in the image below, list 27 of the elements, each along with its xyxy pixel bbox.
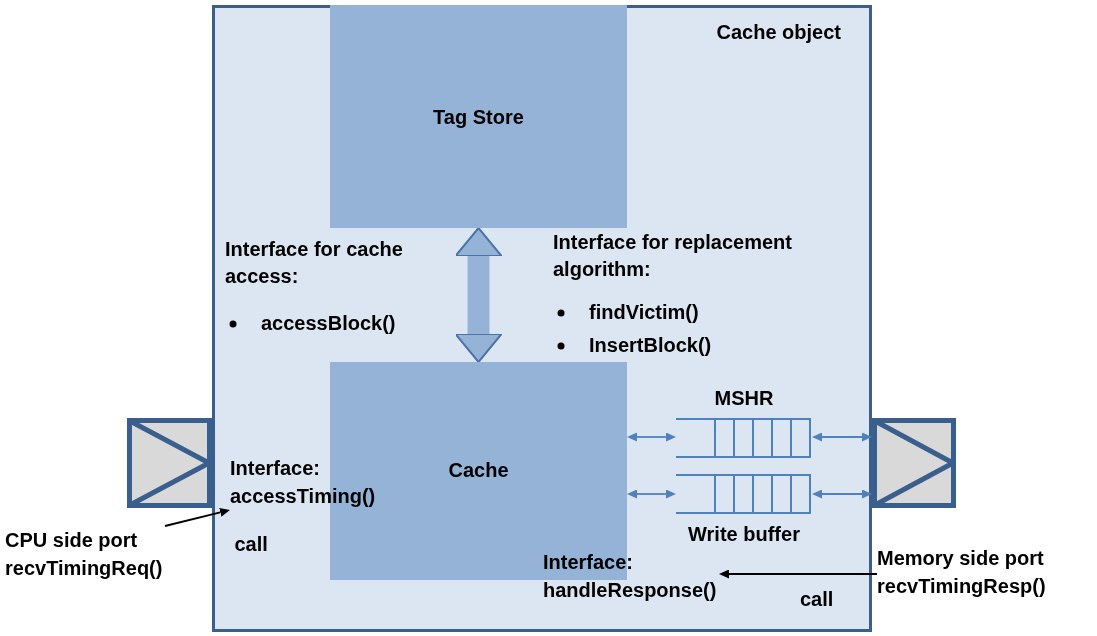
method-name: accessBlock() <box>261 312 396 334</box>
port-drawing <box>872 418 956 508</box>
arrow <box>627 432 676 442</box>
arrow <box>719 569 878 579</box>
interface-text: CPU side port recvTimingReq() <box>5 526 165 582</box>
method-name: findVictim() <box>589 301 699 323</box>
interface-text: Memory side port recvTimingResp() <box>877 544 1048 600</box>
interface-heading: Interface for replacement algorithm: <box>553 230 793 282</box>
arrow <box>164 508 230 527</box>
edge-label: call <box>800 587 834 612</box>
arrow <box>627 489 676 499</box>
interface-text: Interface: handleResponse() <box>543 548 719 604</box>
tag-store-box <box>330 5 627 228</box>
arrow <box>812 432 872 442</box>
queue-label: Write buffer <box>687 522 801 547</box>
box-title: Cache <box>447 458 510 483</box>
cache-object-box <box>212 5 872 632</box>
double-block-arrow <box>454 227 503 363</box>
interface-text: Interface: accessTiming() <box>230 454 378 510</box>
box-title: Tag Store <box>432 105 525 130</box>
method-name: InsertBlock() <box>589 334 712 356</box>
edge-label: call <box>234 532 268 557</box>
interface-heading: Interface for cache access: <box>225 237 404 289</box>
queue-label: MSHR <box>713 386 775 411</box>
box-title: Cache object <box>715 20 841 45</box>
arrow <box>812 489 872 499</box>
port-drawing <box>127 418 212 508</box>
